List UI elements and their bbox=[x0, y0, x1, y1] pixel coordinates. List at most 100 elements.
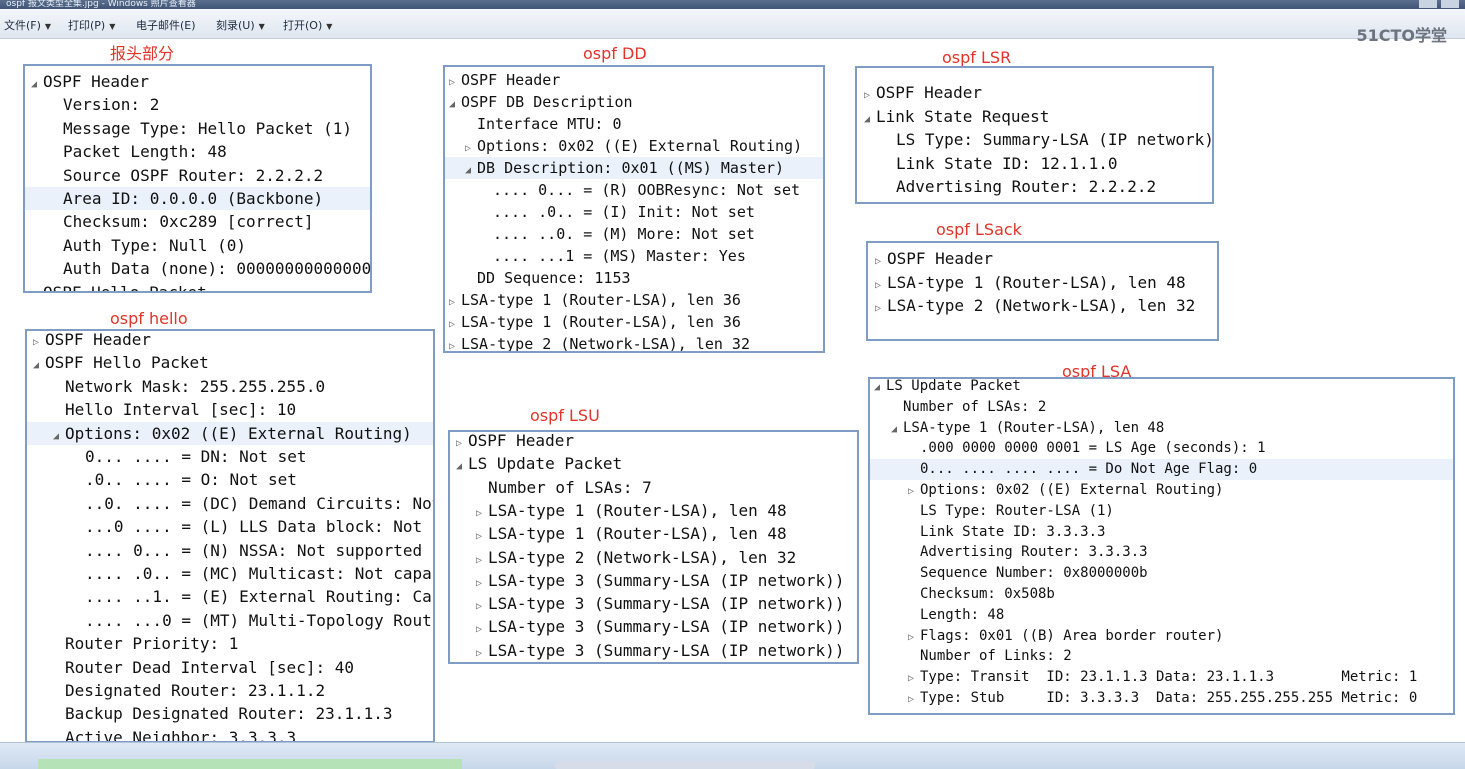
tree-row[interactable]: .... 0... = (R) OOBResync: Not set bbox=[445, 179, 823, 201]
tree-row[interactable]: Active Neighbor: 3.3.3.3 bbox=[27, 726, 433, 741]
tree-row[interactable]: ▷Flags: 0x01 ((B) Area border router) bbox=[870, 626, 1453, 647]
tree-row[interactable]: ◢LS Update Packet bbox=[450, 452, 857, 475]
tree-row[interactable]: Number of Links: 2 bbox=[870, 646, 1453, 667]
tree-row[interactable]: ▷OSPF Header bbox=[857, 81, 1212, 105]
tree-row[interactable]: ▷LSA-type 2 (Network-LSA), len 32 bbox=[445, 333, 823, 351]
tree-row[interactable]: ▷LSA-type 3 (Summary-LSA (IP network)) bbox=[450, 569, 857, 592]
tree-row[interactable]: .... ..1. = (E) External Routing: Capabl… bbox=[27, 585, 433, 608]
navigation-controls[interactable] bbox=[555, 761, 815, 769]
tree-row[interactable]: .0.. .... = O: Not set bbox=[27, 468, 433, 491]
collapse-icon[interactable]: ◢ bbox=[455, 461, 463, 473]
tree-row[interactable]: Link State ID: 3.3.3.3 bbox=[870, 522, 1453, 543]
collapse-icon[interactable]: ◢ bbox=[30, 79, 38, 90]
expand-icon[interactable]: ▷ bbox=[448, 319, 456, 330]
tree-row[interactable]: ◢OSPF DB Description bbox=[445, 91, 823, 113]
tree-row[interactable]: ▷OSPF Header bbox=[450, 432, 857, 452]
tree-row[interactable]: Version: 2 bbox=[25, 93, 370, 116]
expand-icon[interactable]: ▷ bbox=[907, 631, 915, 643]
tree-row[interactable]: LS Type: Router-LSA (1) bbox=[870, 501, 1453, 522]
expand-icon[interactable]: ▷ bbox=[863, 90, 871, 101]
tree-row[interactable]: Auth Type: Null (0) bbox=[25, 234, 370, 257]
tree-row[interactable]: Checksum: 0xc289 [correct] bbox=[25, 210, 370, 233]
tree-row[interactable]: Network Mask: 255.255.255.0 bbox=[27, 375, 433, 398]
close-button[interactable] bbox=[1441, 0, 1459, 8]
expand-icon[interactable]: ▷ bbox=[32, 337, 40, 348]
expand-icon[interactable]: ▷ bbox=[874, 279, 882, 291]
expand-icon[interactable]: ▷ bbox=[475, 624, 483, 636]
tree-row[interactable]: ▷Type: Transit ID: 23.1.1.3 Data: 23.1.1… bbox=[870, 667, 1453, 688]
expand-icon[interactable]: ▷ bbox=[874, 303, 882, 314]
expand-icon[interactable]: ▷ bbox=[475, 647, 483, 659]
tree-row[interactable]: ▷LSA-type 1 (Router-LSA), len 36 bbox=[445, 311, 823, 333]
tree-row[interactable]: Designated Router: 23.1.1.2 bbox=[27, 679, 433, 702]
tree-row[interactable]: ◢LSA-type 1 (Router-LSA), len 48 bbox=[870, 418, 1453, 439]
menu-item-0[interactable]: 文件(F)▼ bbox=[4, 17, 51, 33]
tree-row[interactable]: ▷LSA-type 3 (Summary-LSA (IP network)) bbox=[450, 592, 857, 615]
tree-row[interactable]: ◢Link State Request bbox=[857, 105, 1212, 129]
tree-row[interactable]: ▷OSPF Header bbox=[868, 247, 1217, 271]
expand-icon[interactable]: ▷ bbox=[475, 577, 483, 589]
tree-row[interactable]: Router Priority: 1 bbox=[27, 632, 433, 655]
tree-row[interactable]: Number of LSAs: 7 bbox=[450, 476, 857, 499]
expand-icon[interactable]: ▷ bbox=[907, 694, 915, 705]
expand-icon[interactable]: ▷ bbox=[475, 554, 483, 566]
tree-row[interactable]: ▷OSPF Header bbox=[27, 331, 433, 351]
tree-row[interactable]: Number of LSAs: 2 bbox=[870, 397, 1453, 418]
tree-row[interactable]: .... ...1 = (MS) Master: Yes bbox=[445, 245, 823, 267]
tree-row[interactable]: Length: 48 bbox=[870, 605, 1453, 626]
expand-icon[interactable]: ▷ bbox=[29, 284, 39, 291]
expand-icon[interactable]: ▷ bbox=[475, 507, 483, 519]
tree-row[interactable]: Router Dead Interval [sec]: 40 bbox=[27, 656, 433, 679]
tree-row[interactable]: ▷Type: Stub ID: 3.3.3.3 Data: 255.255.25… bbox=[870, 688, 1453, 709]
tree-row[interactable]: Interface MTU: 0 bbox=[445, 113, 823, 135]
tree-row[interactable]: ▷Options: 0x02 ((E) External Routing) bbox=[870, 480, 1453, 501]
tree-row[interactable]: Source OSPF Router: 2.2.2.2 bbox=[25, 164, 370, 187]
tree-row[interactable]: .... 0... = (N) NSSA: Not supported bbox=[27, 539, 433, 562]
menu-item-2[interactable]: 电子邮件(E) bbox=[136, 17, 196, 33]
menu-item-4[interactable]: 打开(O)▼ bbox=[283, 17, 332, 33]
tree-row[interactable]: Message Type: Hello Packet (1) bbox=[25, 117, 370, 140]
tree-row[interactable]: ▷Options: 0x02 ((E) External Routing) bbox=[445, 135, 823, 157]
tree-row[interactable]: Advertising Router: 2.2.2.2 bbox=[857, 175, 1212, 199]
minimize-button[interactable] bbox=[1419, 0, 1437, 8]
expand-icon[interactable]: ▷ bbox=[907, 486, 915, 497]
tree-row[interactable]: 0... .... = DN: Not set bbox=[27, 445, 433, 468]
tree-row[interactable]: ▷LSA-type 1 (Router-LSA), len 48 bbox=[450, 499, 857, 522]
tree-row[interactable]: Packet Length: 48 bbox=[25, 140, 370, 163]
collapse-icon[interactable]: ◢ bbox=[863, 113, 871, 125]
tree-row[interactable]: Checksum: 0x508b bbox=[870, 584, 1453, 605]
expand-icon[interactable]: ▷ bbox=[475, 531, 483, 543]
tree-row[interactable]: Auth Data (none): 0000000000000000 bbox=[25, 257, 370, 280]
tree-row[interactable]: ▷LSA-type 3 (Summary-LSA (IP network)) bbox=[450, 639, 857, 662]
expand-icon[interactable]: ▷ bbox=[464, 143, 472, 154]
expand-icon[interactable]: ▷ bbox=[448, 77, 456, 88]
tree-row[interactable]: Hello Interval [sec]: 10 bbox=[27, 398, 433, 421]
collapse-icon[interactable]: ◢ bbox=[52, 430, 60, 442]
tree-row[interactable]: ▷OSPF Hello Packet bbox=[25, 281, 370, 291]
tree-row[interactable]: Advertising Router: 3.3.3.3 bbox=[870, 542, 1453, 563]
tree-row[interactable]: ▷LSA-type 2 (Network-LSA), len 32 bbox=[450, 546, 857, 569]
tree-row[interactable]: ▷LSA-type 3 (Summary-LSA (IP network)) bbox=[450, 615, 857, 638]
tree-row[interactable]: Link State ID: 12.1.1.0 bbox=[857, 152, 1212, 176]
tree-row[interactable]: .... .0.. = (I) Init: Not set bbox=[445, 201, 823, 223]
tree-row[interactable]: ◢Options: 0x02 ((E) External Routing) bbox=[27, 421, 433, 445]
tree-row[interactable]: ..0. .... = (DC) Demand Circuits: Not su… bbox=[27, 492, 433, 515]
tree-row[interactable]: ◢OSPF Header bbox=[25, 70, 370, 93]
tree-row[interactable]: ▷OSPF Header bbox=[445, 69, 823, 91]
tree-row[interactable]: ▷LSA-type 1 (Router-LSA), len 48 bbox=[868, 271, 1217, 295]
tree-row[interactable]: ▷LSA-type 2 (Network-LSA), len 32 bbox=[868, 294, 1217, 318]
expand-icon[interactable]: ▷ bbox=[448, 297, 456, 308]
collapse-icon[interactable]: ◢ bbox=[873, 382, 881, 393]
tree-row[interactable]: ◢DB Description: 0x01 ((MS) Master) bbox=[445, 157, 823, 179]
tree-row[interactable]: LS Type: Summary-LSA (IP network) bbox=[857, 128, 1212, 152]
tree-row[interactable]: .000 0000 0000 0001 = LS Age (seconds): … bbox=[870, 438, 1453, 459]
expand-icon[interactable]: ▷ bbox=[455, 438, 463, 449]
tree-row[interactable]: .... ...0 = (MT) Multi-Topology Routing:… bbox=[27, 609, 433, 632]
tree-row[interactable]: Backup Designated Router: 23.1.1.3 bbox=[27, 702, 433, 725]
tree-row[interactable]: ◢LS Update Packet bbox=[870, 379, 1453, 397]
tree-row[interactable]: .... .0.. = (MC) Multicast: Not capable bbox=[27, 562, 433, 585]
expand-icon[interactable]: ▷ bbox=[475, 601, 483, 613]
tree-row[interactable]: Sequence Number: 0x8000000b bbox=[870, 563, 1453, 584]
collapse-icon[interactable]: ◢ bbox=[464, 165, 472, 176]
menu-item-1[interactable]: 打印(P)▼ bbox=[68, 17, 115, 33]
